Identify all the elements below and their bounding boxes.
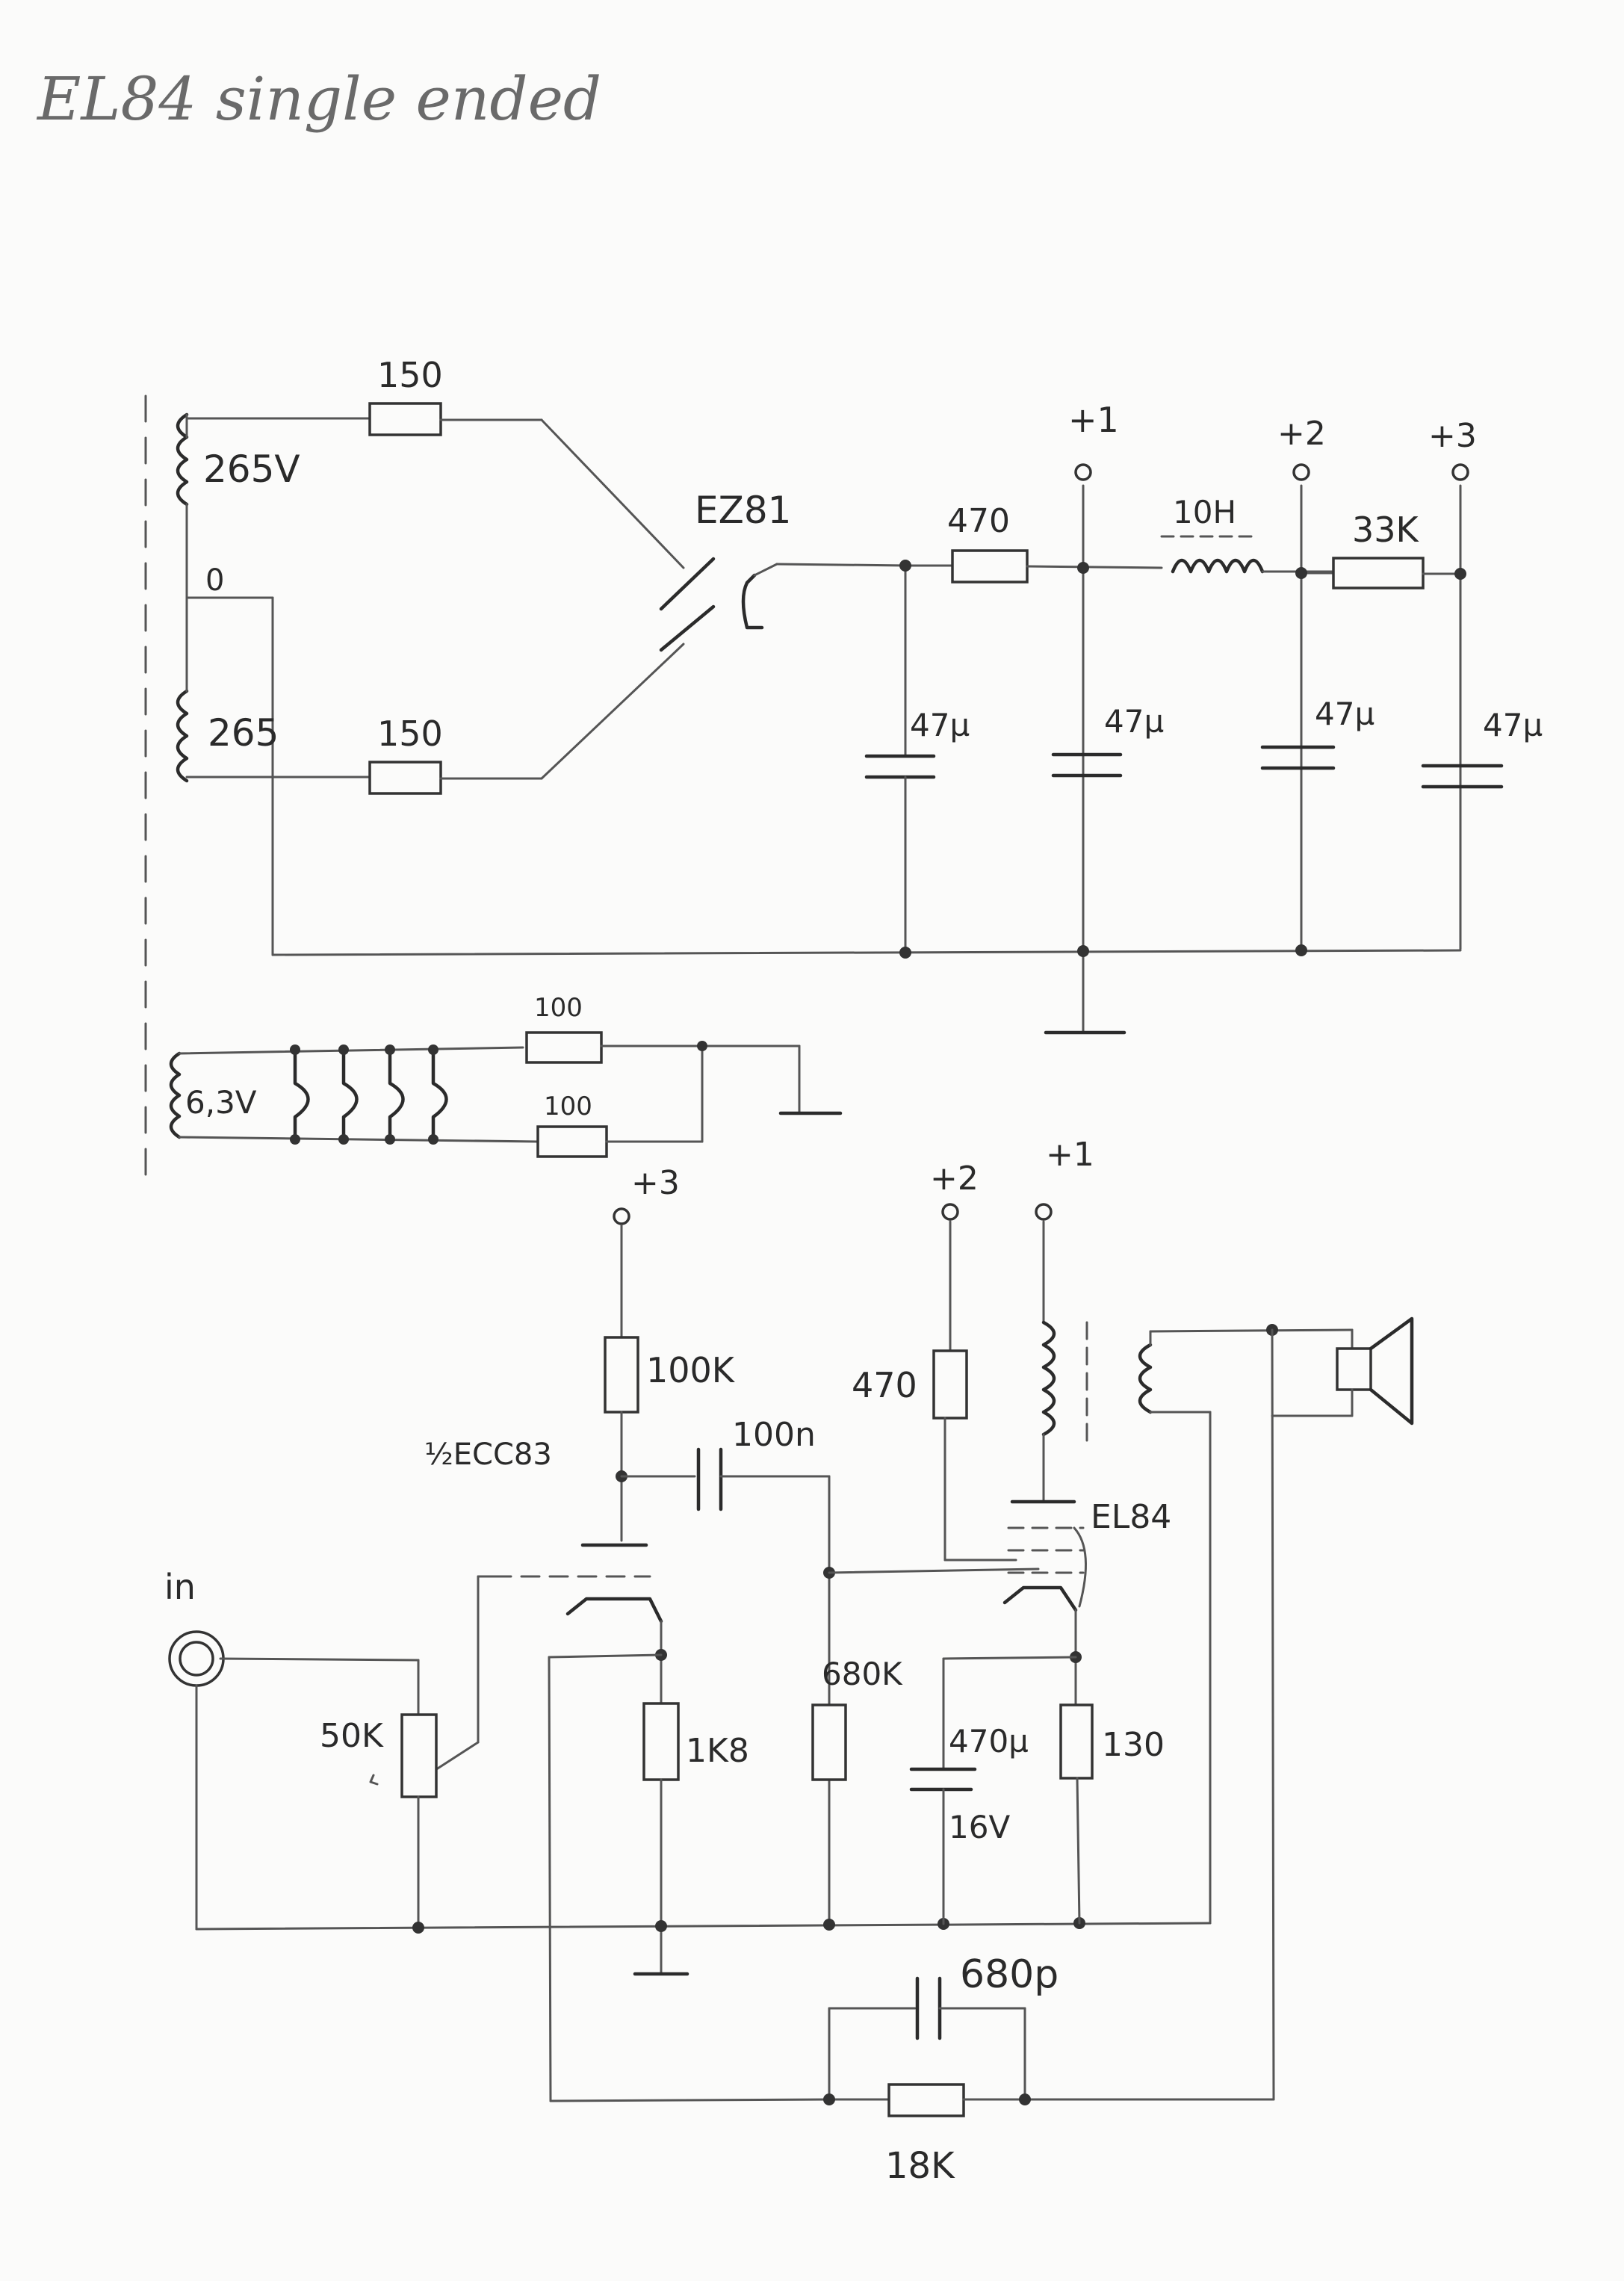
label-plus2: +2 — [930, 1160, 979, 1198]
label-in: in — [164, 1567, 196, 1607]
choke-10h — [1171, 558, 1265, 574]
resistor-470-supply — [951, 549, 1029, 584]
secondary-winding-bottom — [176, 689, 189, 783]
resistor-470-screen — [932, 1349, 968, 1420]
power-supply — [144, 394, 1504, 1182]
label-rail-3: +3 — [1428, 417, 1477, 455]
capacitor-47u-1 — [864, 754, 936, 779]
label-r680k: 680K — [822, 1656, 903, 1692]
amplifier — [168, 1203, 1414, 2117]
resistor-150-top — [368, 402, 442, 436]
label-c680p: 680p — [960, 1952, 1059, 1997]
capacitor-47u-3 — [1260, 745, 1336, 770]
plus2-terminal — [941, 1203, 959, 1221]
capacitor-47u-2 — [1051, 752, 1123, 778]
potentiometer-50k — [400, 1713, 438, 1798]
capacitor-100n — [696, 1447, 723, 1511]
heater-filaments — [293, 1047, 448, 1142]
label-r100a: 100 — [534, 993, 583, 1023]
label-r18k: 18K — [885, 2145, 955, 2187]
label-r470-supply: 470 — [947, 502, 1010, 540]
rail-1-terminal — [1074, 463, 1092, 481]
resistor-100-b — [536, 1125, 608, 1158]
label-265-bottom: 265 — [208, 711, 279, 755]
capacitor-680p — [915, 1976, 942, 2040]
output-transformer-primary — [1041, 1320, 1056, 1437]
label-r1k8: 1K8 — [686, 1732, 749, 1770]
label-r130: 130 — [1102, 1726, 1165, 1764]
resistor-100-a — [525, 1031, 603, 1064]
label-c3: 47µ — [1315, 696, 1374, 732]
label-c100n: 100n — [732, 1416, 816, 1454]
label-265v-top: 265V — [203, 448, 300, 491]
resistor-130 — [1059, 1703, 1094, 1780]
title: EL84 single ended — [36, 64, 601, 134]
label-pot: 50K — [320, 1717, 384, 1755]
resistor-680k — [811, 1703, 847, 1781]
capacitor-470u — [909, 1767, 977, 1792]
label-r150-bottom: 150 — [377, 714, 443, 754]
label-r150-top: 150 — [377, 355, 443, 395]
label-rail-2: +2 — [1277, 415, 1326, 453]
label-r100b: 100 — [544, 1092, 592, 1121]
label-rail-1: +1 — [1068, 400, 1119, 440]
plus3-terminal — [613, 1207, 630, 1225]
rail-3-terminal — [1451, 463, 1469, 481]
resistor-18k — [887, 2083, 965, 2117]
label-r100k: 100K — [646, 1350, 736, 1390]
label-c2: 47µ — [1104, 703, 1164, 740]
resistor-33k — [1332, 557, 1425, 589]
label-16v: 16V — [949, 1809, 1010, 1845]
secondary-winding-top — [176, 412, 189, 507]
labels: 150 265V 0 265 150 EZ81 470 10H 33K +1 +… — [164, 355, 1543, 2187]
speaker — [1271, 1316, 1414, 1426]
label-plus3: +3 — [631, 1164, 680, 1202]
el84-pentode — [1002, 1499, 1087, 1612]
label-r33k: 33K — [1352, 510, 1420, 550]
capacitor-47u-4 — [1421, 764, 1504, 789]
label-c4: 47µ — [1483, 707, 1543, 743]
ecc83-triode — [492, 1543, 663, 1624]
heater-winding — [169, 1051, 182, 1139]
label-el84: EL84 — [1091, 1498, 1171, 1536]
label-c1: 47µ — [910, 707, 970, 743]
label-c470u: 470µ — [949, 1723, 1029, 1760]
label-r470-screen: 470 — [852, 1365, 917, 1405]
rail-2-terminal — [1292, 463, 1310, 481]
label-ez81: EZ81 — [695, 489, 791, 532]
resistor-100k — [604, 1336, 639, 1414]
plus1-terminal — [1035, 1203, 1053, 1221]
label-plus1: +1 — [1046, 1136, 1094, 1174]
output-transformer-secondary — [1138, 1343, 1153, 1414]
label-zero: 0 — [205, 563, 224, 598]
resistor-1k8 — [642, 1702, 680, 1781]
label-ecc83: ½ECC83 — [424, 1437, 552, 1472]
resistor-150-bottom — [368, 761, 442, 795]
ez81-rectifier — [659, 557, 764, 652]
label-choke: 10H — [1173, 494, 1236, 530]
label-heater: 6,3V — [185, 1084, 257, 1121]
